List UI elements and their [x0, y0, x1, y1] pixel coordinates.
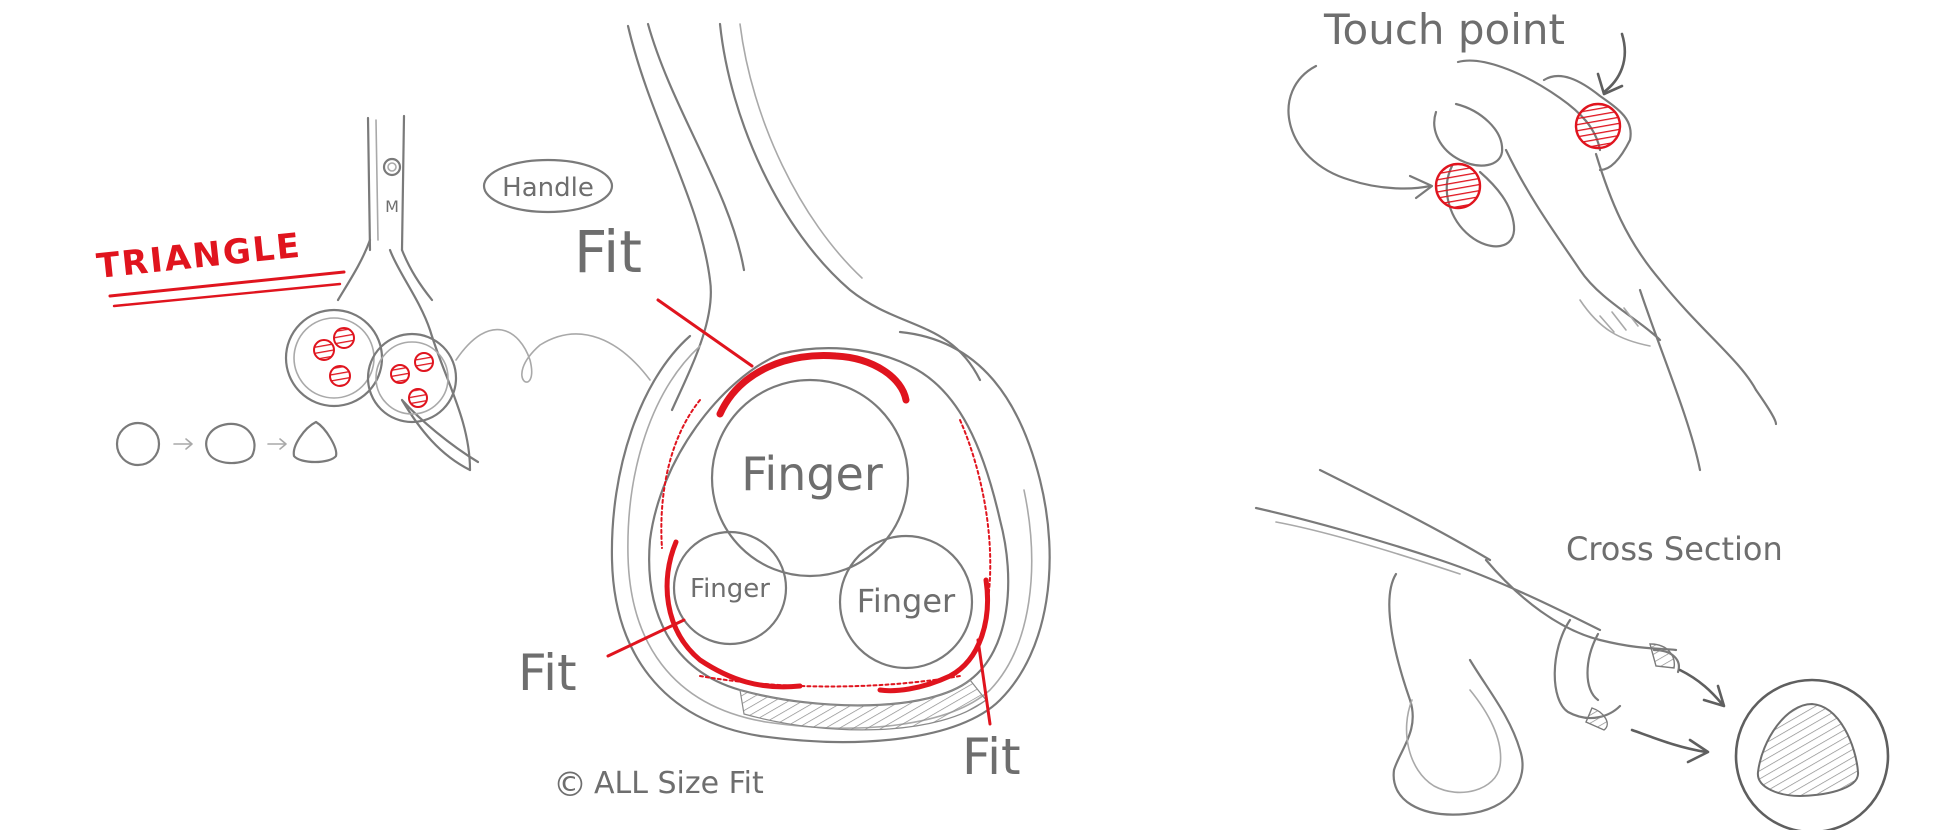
handle-callout: Handle [482, 158, 614, 214]
fit-top-label: Fit [574, 218, 642, 286]
shape-progression [115, 420, 338, 467]
fit-contour-left [664, 539, 803, 690]
touch-point-lower [1434, 162, 1482, 210]
all-size-symbol: © [553, 765, 587, 805]
fit-contour-top [716, 351, 910, 418]
fit-contour-right [877, 577, 990, 694]
fit-contour-dotted [660, 399, 992, 688]
fit-bottom-label: Fit [962, 728, 1021, 786]
cross-section-label: Cross Section [1566, 530, 1783, 568]
handle-mark-label: M [385, 197, 399, 216]
cross-section-sketch: Cross Section [1254, 468, 1890, 830]
all-size-fit-callout: © ALL Size Fit [553, 765, 764, 805]
curved-arrow-icon [1287, 64, 1432, 190]
finger-right-circle [838, 534, 974, 670]
fit-left-label: Fit [518, 644, 577, 702]
touch-point-upper [1574, 102, 1622, 150]
hand-touch-sketch: Touch point [1287, 5, 1778, 472]
small-scissor-sketch [284, 114, 651, 472]
arrow-down-icon [1602, 32, 1627, 94]
finger-left-circle [672, 530, 788, 646]
arrow-icon [1630, 728, 1708, 754]
cross-section-shape [1756, 702, 1860, 798]
arrow-icon [1678, 668, 1724, 706]
finger-top-circle [710, 378, 910, 578]
triangle-shape-icon [292, 420, 338, 464]
finger-top-label: Finger [741, 447, 883, 501]
handle-label: Handle [502, 173, 594, 203]
arrow-right-icon [173, 438, 193, 450]
arrow-right-icon [267, 438, 287, 450]
rounded-shape-icon [205, 422, 256, 465]
touch-point-label: Touch point [1323, 5, 1565, 54]
all-size-fit-label: ALL Size Fit [594, 766, 764, 801]
triangle-label: TRIANGLE [95, 226, 304, 287]
triangle-callout: TRIANGLE [95, 226, 346, 308]
cross-section-circle [1734, 678, 1890, 830]
finger-left-label: Finger [690, 574, 770, 604]
finger-right-label: Finger [857, 582, 956, 620]
big-ring-diagram: Finger Finger Finger [606, 22, 1051, 744]
screw-icon [382, 157, 402, 177]
circle-shape-icon [115, 421, 161, 467]
